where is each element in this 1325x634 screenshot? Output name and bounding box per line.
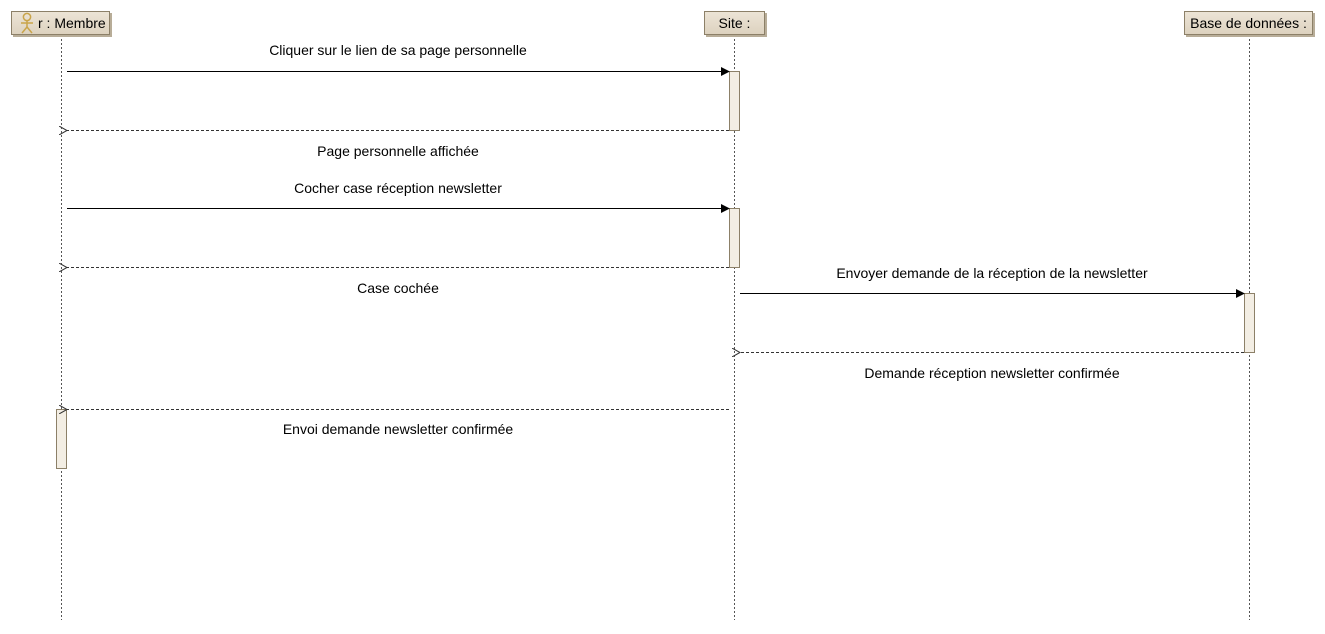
message-label-m7: Envoi demande newsletter confirmée — [283, 421, 514, 437]
activation-bdd-1 — [1244, 293, 1255, 353]
participant-label-membre: r : Membre — [38, 15, 106, 31]
activation-site-1 — [729, 71, 740, 131]
activation-site-2 — [729, 208, 740, 268]
message-label-m6: Demande réception newsletter confirmée — [864, 365, 1119, 381]
participant-membre[interactable]: r : Membre — [11, 11, 110, 35]
participant-label-site: Site : — [718, 15, 751, 31]
participant-bdd[interactable]: Base de données : — [1184, 11, 1313, 35]
message-label-m1: Cliquer sur le lien de sa page personnel… — [269, 42, 527, 58]
message-label-m4: Case cochée — [357, 280, 439, 296]
participant-site[interactable]: Site : — [704, 11, 765, 35]
message-label-m3: Cocher case réception newsletter — [294, 180, 502, 196]
message-label-m5: Envoyer demande de la réception de la ne… — [836, 265, 1148, 281]
participant-label-bdd: Base de données : — [1190, 15, 1307, 31]
message-label-m2: Page personnelle affichée — [317, 143, 479, 159]
actor-icon — [18, 12, 36, 34]
activation-membre-1 — [56, 409, 67, 469]
